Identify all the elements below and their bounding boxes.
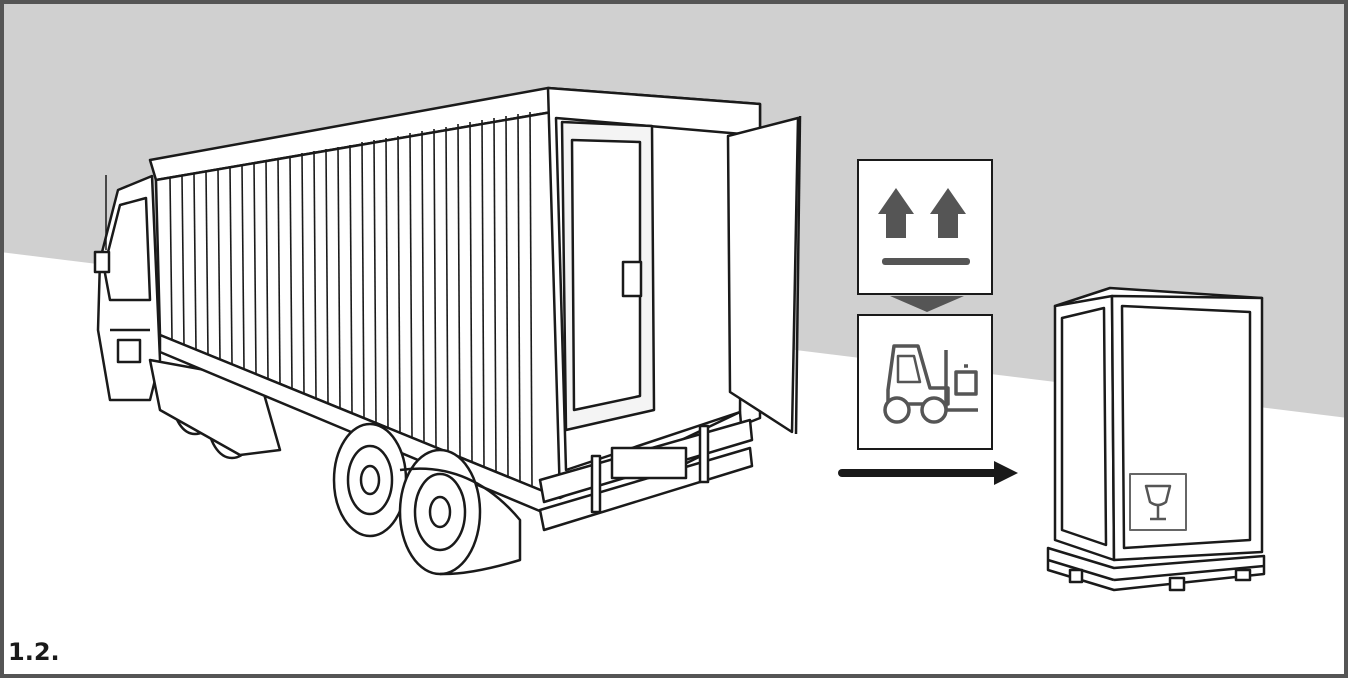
packaged-crate <box>1048 288 1264 590</box>
figure-label: 1.2. <box>8 640 60 664</box>
fragile-glass-icon <box>1130 474 1186 530</box>
forklift-panel <box>858 315 992 449</box>
this-way-up-panel <box>858 160 992 294</box>
